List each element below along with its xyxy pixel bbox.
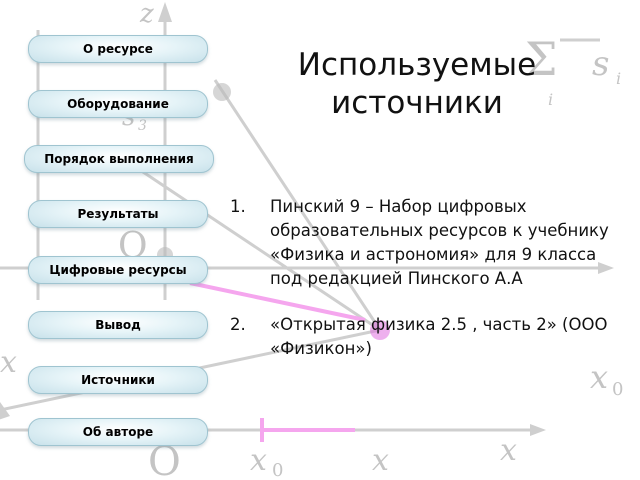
nav-button-sources[interactable]: Источники: [28, 366, 208, 394]
source-number: 2.: [230, 315, 246, 334]
nav-button-digital-resources[interactable]: Цифровые ресурсы: [28, 256, 208, 284]
source-item: 2. «Открытая физика 2.5 , часть 2» (ООО «…: [230, 313, 615, 361]
bg-glyph: x: [500, 433, 517, 468]
nav-button-results[interactable]: Результаты: [28, 200, 208, 228]
bg-glyph: x: [250, 443, 267, 478]
bg-glyph: x: [372, 443, 389, 478]
nav-button-procedure[interactable]: Порядок выполнения: [24, 145, 214, 173]
page-title: Используемые источники: [262, 46, 572, 122]
bg-glyph: i: [616, 69, 621, 88]
bg-glyph: z: [139, 0, 154, 29]
page-title-line-2: источники: [331, 85, 503, 121]
nav-button-about-resource[interactable]: О ресурсе: [28, 35, 208, 63]
source-text: «Открытая физика 2.5 , часть 2» (ООО «Фи…: [270, 315, 608, 358]
source-item: 1. Пинский 9 – Набор цифровых образовател…: [230, 195, 615, 291]
bg-glyph: s: [592, 44, 609, 84]
nav-button-about-author[interactable]: Об авторе: [28, 418, 208, 446]
nav-button-equipment[interactable]: Оборудование: [28, 90, 208, 118]
page-title-line-1: Используемые: [297, 47, 537, 83]
source-number: 1.: [230, 197, 246, 216]
bg-glyph: 0: [612, 379, 623, 400]
sources-list: 1. Пинский 9 – Набор цифровых образовател…: [230, 195, 615, 361]
nav-button-conclusion[interactable]: Вывод: [28, 311, 208, 339]
bg-glyph: x: [0, 345, 17, 380]
bg-glyph: 3: [138, 118, 147, 134]
bg-glyph: x: [590, 358, 608, 396]
bg-glyph: 0: [272, 460, 283, 480]
svg-text:Σ: Σ: [525, 32, 558, 86]
bg-glyph: i: [548, 90, 553, 109]
source-text: Пинский 9 – Набор цифровых образовательн…: [270, 197, 609, 288]
